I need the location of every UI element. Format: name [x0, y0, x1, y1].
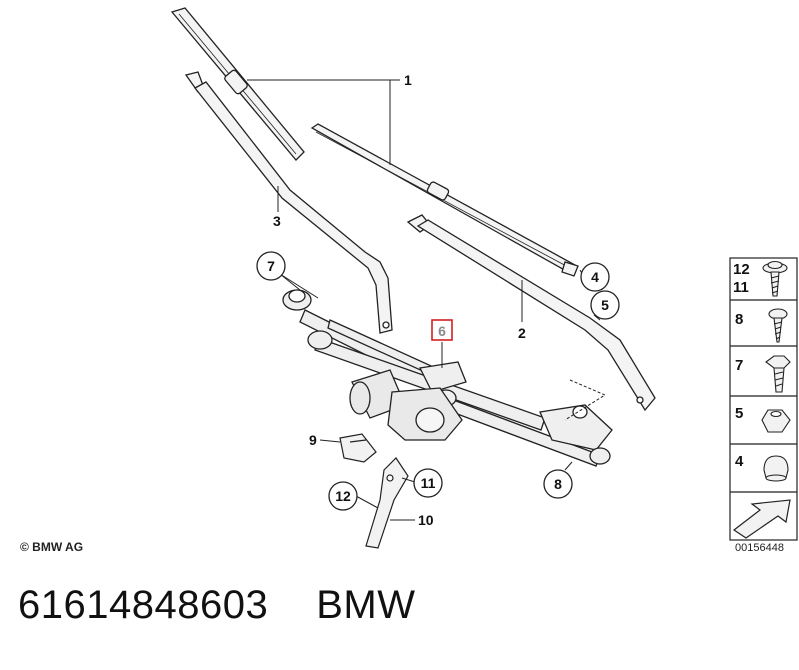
- part-number: 61614848603: [18, 583, 269, 627]
- part-caption: 61614848603 BMW: [18, 583, 415, 628]
- fastener-legend: [729, 257, 798, 541]
- flange-screw-icon: [762, 260, 788, 297]
- hex-bolt-icon: [765, 355, 791, 393]
- wiper-motor: [349, 369, 463, 441]
- callout-8-circle: 8: [543, 469, 573, 499]
- callout-6: 6: [438, 323, 446, 339]
- legend-label-7: 7: [735, 357, 743, 374]
- callout-7-circle: 7: [256, 251, 286, 281]
- wiper-arm-right: [406, 214, 656, 412]
- callout-12-circle: 12: [328, 481, 358, 511]
- legend-label-8: 8: [735, 311, 743, 328]
- wiper-blade-left: [170, 7, 305, 161]
- wiper-arm-left: [184, 71, 393, 334]
- callout-4-circle: 4: [580, 262, 610, 292]
- callout-3: 3: [273, 213, 281, 229]
- callout-10: 10: [418, 512, 434, 528]
- diagram-id: 00156448: [735, 542, 784, 554]
- callout-12: 12: [335, 488, 351, 504]
- copyright-text: © BMW AG: [20, 540, 84, 554]
- screw-icon: [768, 308, 788, 343]
- cap-icon: [763, 455, 789, 482]
- callout-11-circle: 11: [413, 468, 443, 498]
- callout-5: 5: [601, 297, 609, 313]
- callout-1: 1: [404, 72, 412, 88]
- leader-lines: [247, 79, 607, 521]
- hex-nut-icon: [761, 409, 791, 433]
- legend-label-5: 5: [735, 405, 743, 422]
- callout-6-highlight: 6: [431, 319, 453, 341]
- legend-label-12: 12: [733, 261, 750, 278]
- legend-label-4: 4: [735, 453, 744, 470]
- mounting-bracket: [365, 457, 409, 549]
- direction-arrow-icon: [732, 499, 791, 539]
- callout-9: 9: [309, 432, 317, 448]
- callout-4: 4: [591, 269, 599, 285]
- callout-7: 7: [267, 258, 275, 274]
- callout-5-circle: 5: [590, 290, 620, 320]
- legend-label-11: 11: [733, 279, 749, 296]
- wiper-blade-right: [310, 123, 579, 277]
- wiper-linkage: [282, 289, 613, 467]
- callout-8: 8: [554, 476, 562, 492]
- brand-name: BMW: [316, 583, 416, 627]
- callout-11: 11: [421, 475, 436, 491]
- callout-2: 2: [518, 325, 526, 341]
- connector-part: [339, 433, 377, 463]
